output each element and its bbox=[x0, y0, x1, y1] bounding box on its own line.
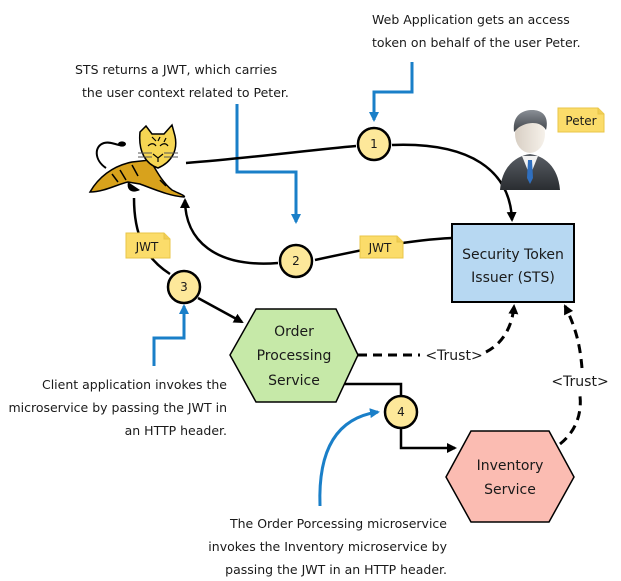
annotation-web-app-line1: Web Application gets an access bbox=[372, 12, 570, 27]
jwt-tag-return: JWT bbox=[359, 235, 404, 259]
order-service-hexagon bbox=[229, 308, 359, 403]
annotation-arrow-step1 bbox=[369, 62, 414, 122]
flow-arrow-step2-to-app bbox=[180, 198, 279, 265]
flow-arrow-step1-to-sts bbox=[391, 143, 517, 222]
user-node[interactable]: Peter bbox=[500, 107, 605, 190]
step-4-number: 4 bbox=[397, 405, 405, 419]
inventory-service-label-line2: Service bbox=[484, 482, 536, 498]
jwt-tag-client-label: JWT bbox=[135, 240, 159, 254]
annotation-order-invokes-line3: passing the JWT in an HTTP header. bbox=[225, 562, 447, 577]
order-service-node[interactable]: Order Processing Service bbox=[229, 308, 359, 403]
annotation-client-invokes-line2: microservice by passing the JWT in bbox=[8, 400, 227, 415]
sts-label-line1: Security Token bbox=[462, 247, 564, 263]
inventory-service-node[interactable]: Inventory Service bbox=[445, 430, 575, 523]
flow-line-app-to-step1 bbox=[185, 144, 357, 165]
step-1: 1 bbox=[356, 126, 392, 162]
annotation-order-invokes-line1: The Order Porcessing microservice bbox=[229, 516, 447, 531]
step-2-number: 2 bbox=[292, 254, 300, 268]
flow-arrow-step4-to-inventory bbox=[399, 428, 457, 453]
step-1-number: 1 bbox=[370, 137, 378, 151]
trust-line-inventory-lower bbox=[559, 395, 582, 446]
step-3: 3 bbox=[166, 269, 202, 305]
jwt-tag-client: JWT bbox=[125, 232, 171, 259]
step-4: 4 bbox=[383, 394, 419, 430]
order-service-label-line3: Service bbox=[268, 373, 320, 389]
sts-node[interactable]: Security Token Issuer (STS) bbox=[451, 223, 575, 303]
step-2: 2 bbox=[278, 243, 314, 279]
client-app-node[interactable] bbox=[88, 123, 186, 198]
user-name-tag: Peter bbox=[557, 107, 605, 133]
user-person-icon bbox=[500, 110, 560, 190]
annotation-sts-returns-line1: STS returns a JWT, which carries bbox=[75, 62, 277, 77]
annotation-client-invokes: Client application invokes the microserv… bbox=[8, 377, 227, 438]
annotation-arrow-step4 bbox=[318, 408, 380, 507]
annotation-order-invokes: The Order Porcessing microservice invoke… bbox=[208, 516, 447, 577]
inventory-service-label-line1: Inventory bbox=[477, 458, 544, 474]
annotation-order-invokes-line2: invokes the Inventory microservice by bbox=[208, 539, 447, 554]
tomcat-cat-icon bbox=[88, 123, 186, 198]
annotation-web-app: Web Application gets an access token on … bbox=[372, 12, 581, 50]
sts-box bbox=[451, 223, 575, 303]
flow-arrow-step3-to-order bbox=[197, 296, 244, 324]
annotation-sts-returns-line2: the user context related to Peter. bbox=[82, 85, 289, 100]
annotation-sts-returns: STS returns a JWT, which carries the use… bbox=[75, 62, 289, 100]
inventory-service-hexagon bbox=[445, 430, 575, 523]
annotation-web-app-line2: token on behalf of the user Peter. bbox=[372, 35, 581, 50]
annotation-arrow-step3 bbox=[152, 304, 189, 366]
order-service-label-line1: Order bbox=[274, 324, 314, 340]
annotation-arrow-step2 bbox=[235, 104, 301, 224]
flow-line-order-to-step4 bbox=[341, 382, 403, 396]
trust-arrow-inventory-to-sts bbox=[563, 304, 584, 369]
annotation-client-invokes-line1: Client application invokes the bbox=[42, 377, 227, 392]
jwt-tag-return-label: JWT bbox=[368, 241, 392, 255]
annotation-client-invokes-line3: an HTTP header. bbox=[125, 423, 227, 438]
trust-label-order-sts: <Trust> bbox=[425, 348, 482, 364]
step-3-number: 3 bbox=[180, 280, 188, 294]
user-name-label: Peter bbox=[565, 114, 596, 128]
trust-arrow-order-to-sts bbox=[485, 304, 519, 354]
sts-label-line2: Issuer (STS) bbox=[471, 270, 555, 286]
trust-label-inventory-sts: <Trust> bbox=[551, 374, 608, 390]
order-service-label-line2: Processing bbox=[257, 348, 332, 364]
